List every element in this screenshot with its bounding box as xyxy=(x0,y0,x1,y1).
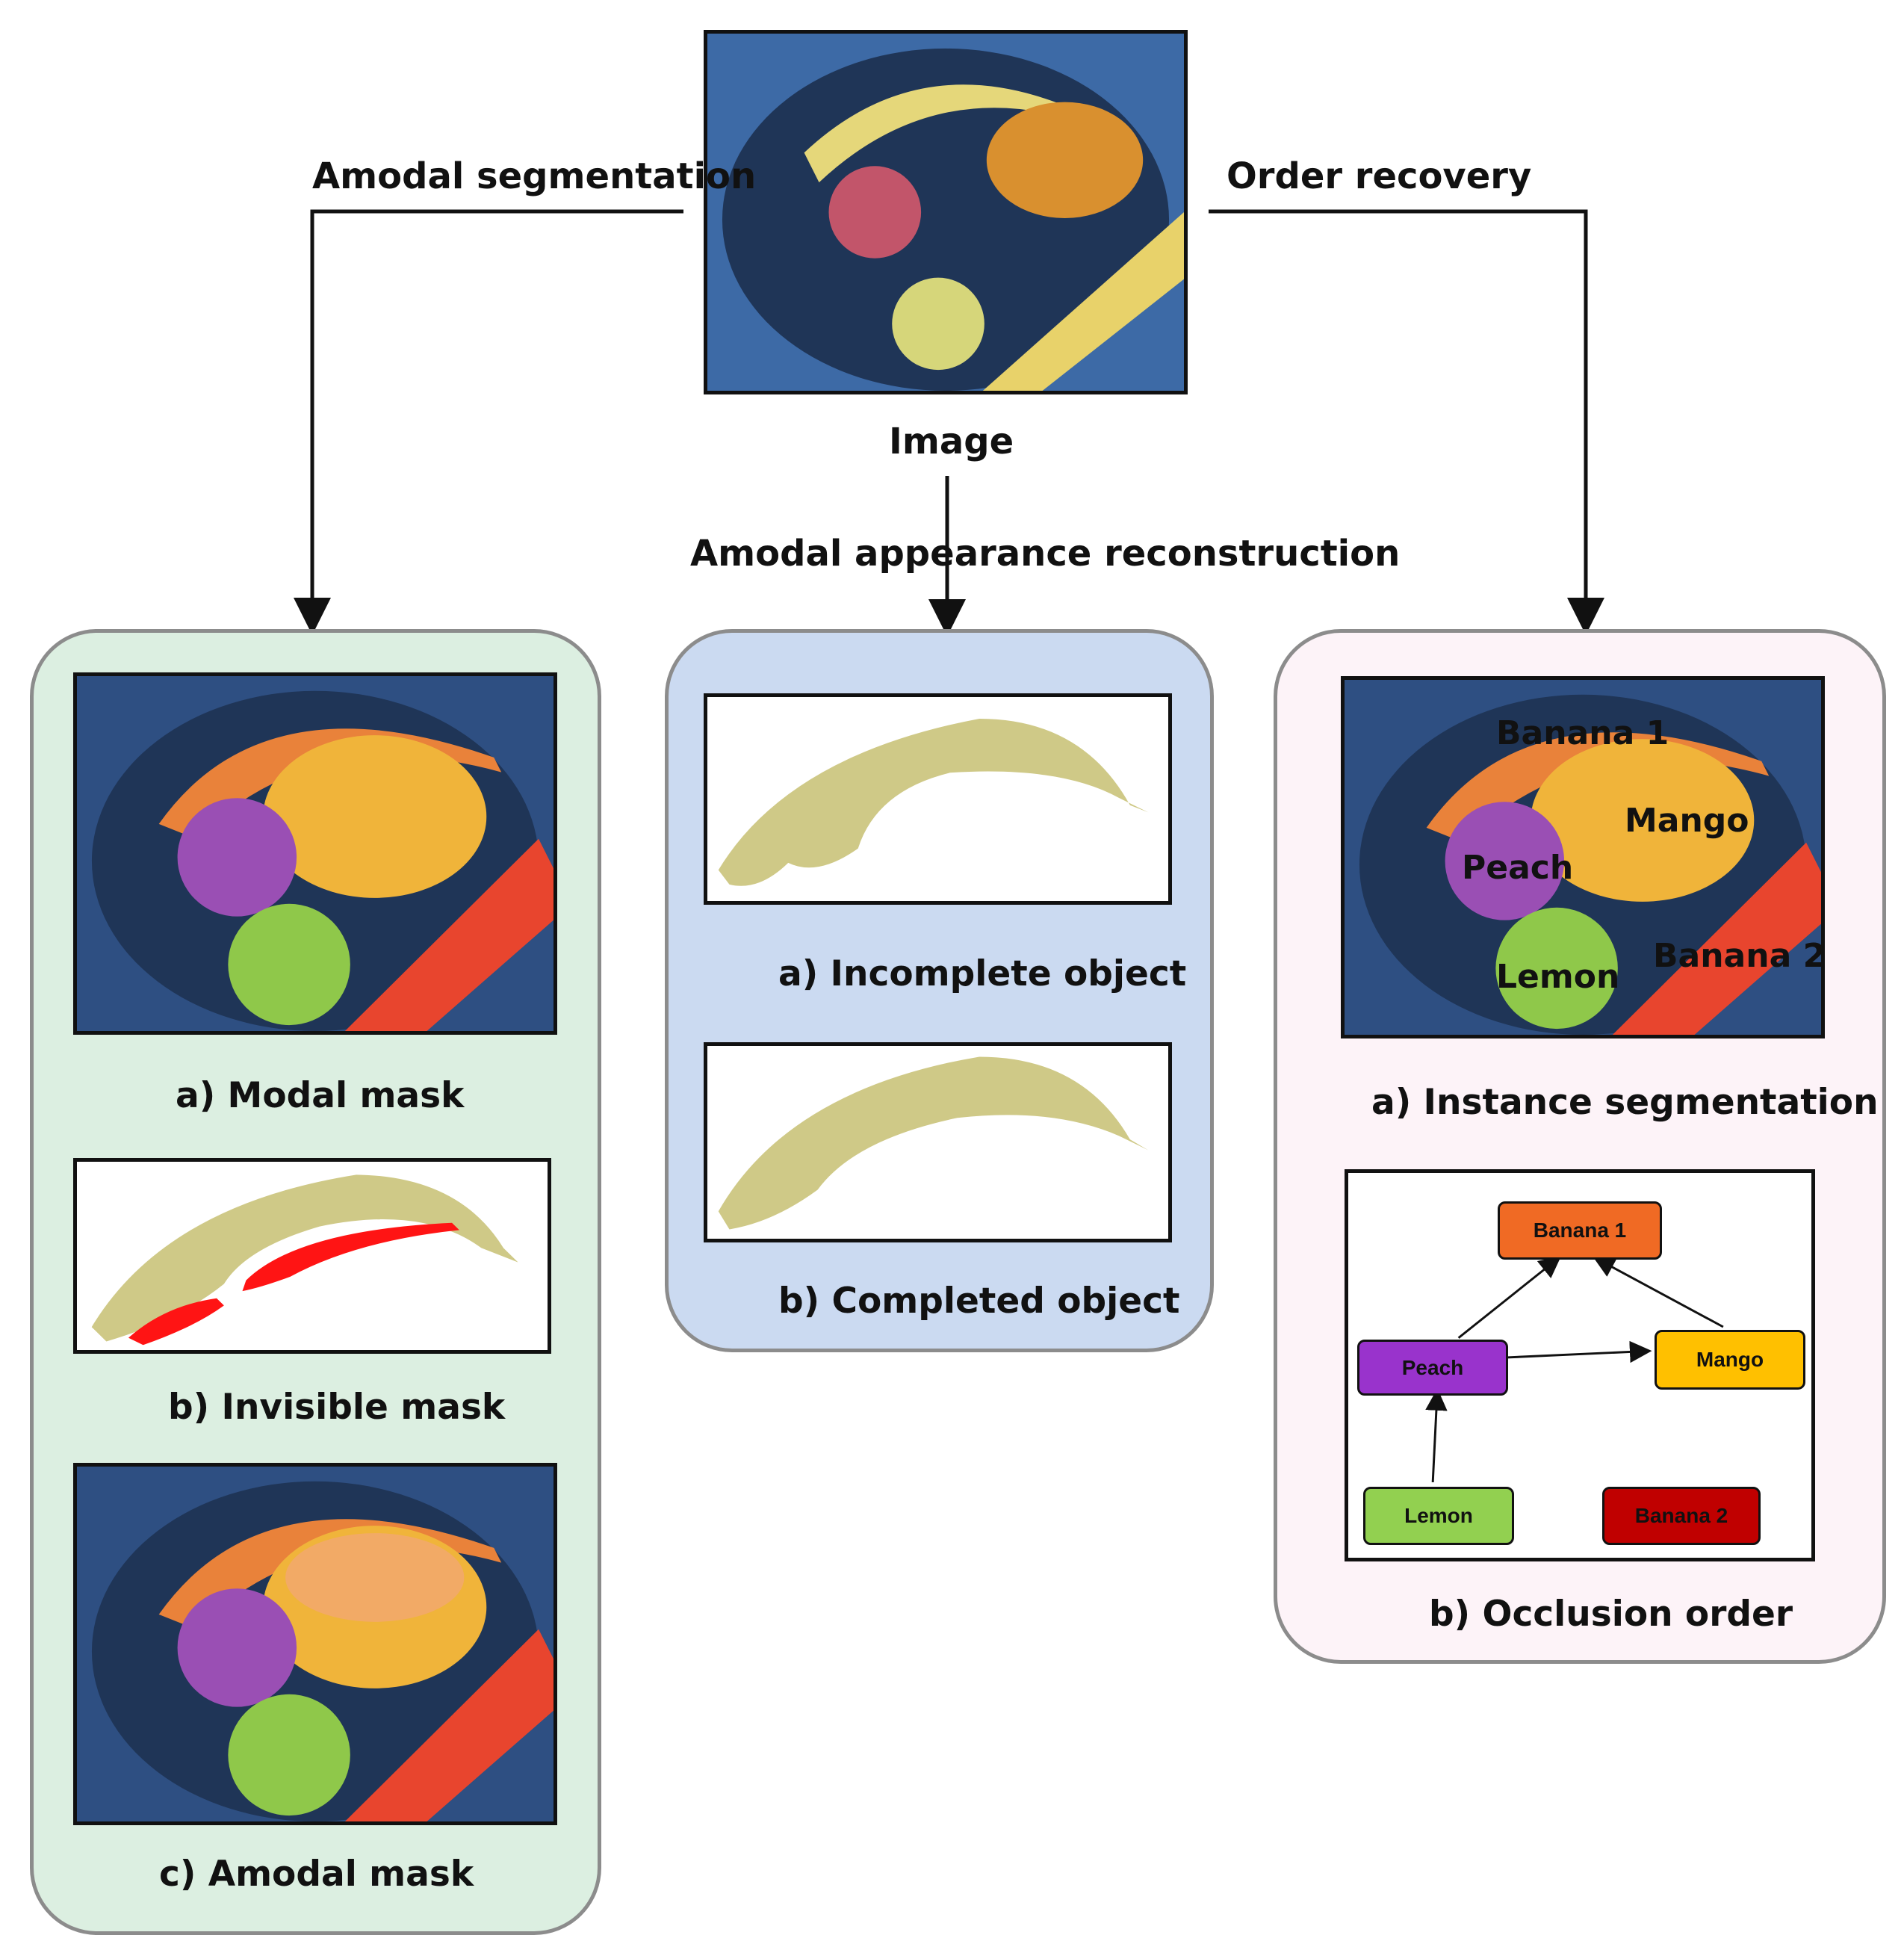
invisible-mask-label: b) Invisible mask xyxy=(168,1387,506,1428)
instance-segmentation-label: a) Instance segmentation xyxy=(1371,1082,1879,1123)
node-mango: Mango xyxy=(1655,1330,1805,1390)
incomplete-object-image xyxy=(704,693,1172,905)
invisible-mask-image xyxy=(73,1158,551,1354)
amodal-mask-label: c) Amodal mask xyxy=(159,1854,474,1895)
node-peach: Peach xyxy=(1357,1340,1508,1396)
arrow-to-order xyxy=(1209,209,1604,635)
modal-mask-label: a) Modal mask xyxy=(176,1075,465,1116)
node-banana-1: Banana 1 xyxy=(1498,1201,1662,1260)
edge-lemon-peach xyxy=(1425,1388,1448,1483)
instance-label-banana-1: Banana 1 xyxy=(1496,714,1669,752)
arrow-to-segmentation xyxy=(294,209,683,635)
modal-mask-image xyxy=(73,672,557,1035)
right-branch-label: Order recovery xyxy=(1227,155,1532,197)
edge-peach-banana-1 xyxy=(1457,1256,1562,1339)
instance-label-lemon: Lemon xyxy=(1496,958,1620,996)
input-image xyxy=(704,30,1188,394)
instance-label-mango: Mango xyxy=(1625,802,1749,840)
incomplete-object-label: a) Incomplete object xyxy=(778,953,1187,994)
occlusion-order-label: b) Occlusion order xyxy=(1429,1594,1793,1635)
completed-object-label: b) Completed object xyxy=(778,1281,1180,1322)
edge-mango-banana-1 xyxy=(1593,1256,1724,1328)
center-branch-label: Amodal appearance reconstruction xyxy=(690,533,1401,575)
instance-label-banana-2: Banana 2 xyxy=(1653,937,1826,975)
left-branch-label: Amodal segmentation xyxy=(312,155,757,197)
instance-segmentation-image xyxy=(1341,676,1825,1038)
completed-object-image xyxy=(704,1042,1172,1242)
input-label: Image xyxy=(889,421,1014,462)
instance-label-peach: Peach xyxy=(1462,849,1574,887)
node-banana-2: Banana 2 xyxy=(1602,1487,1761,1545)
occlusion-graph-edges xyxy=(1425,1256,1724,1483)
node-lemon: Lemon xyxy=(1363,1487,1514,1545)
amodal-mask-image xyxy=(73,1463,557,1825)
edge-peach-mango xyxy=(1502,1340,1652,1363)
